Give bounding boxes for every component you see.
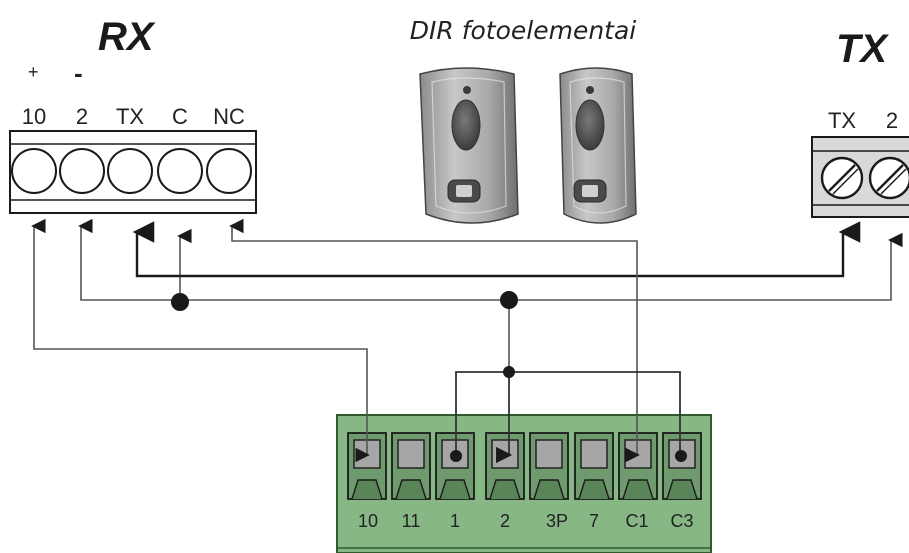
rx-terminal-labels: 10 2 TX C NC [22, 104, 245, 129]
rx-terminal-c-screw [157, 148, 203, 194]
rx-terminal-label-2: 2 [76, 104, 88, 129]
board-label-10: 10 [358, 511, 378, 531]
board-terminal-7 [574, 432, 614, 500]
board-terminal-2 [485, 432, 525, 500]
wires [31, 218, 903, 464]
tx-title: TX [836, 27, 889, 71]
board-label-c1: C1 [625, 511, 648, 531]
wire-rxtx-to-txtx [132, 221, 861, 278]
photocell-right-image [559, 67, 637, 224]
rx-terminal-block [9, 130, 257, 214]
junction-dots [171, 291, 687, 462]
junction-dot [500, 291, 518, 309]
rx-terminal-nc-screw [206, 148, 252, 194]
photocells-caption: DIR fotoelementai [410, 16, 637, 45]
photocell-left-image [419, 67, 519, 224]
tx-terminal-tx-screw [820, 156, 864, 200]
wire-board1-to-boardc3 [455, 371, 681, 455]
wire-bus-to-tx2 [509, 232, 903, 301]
wire-rxnc-to-boardc1 [229, 218, 640, 463]
tx-terminal-label-2: 2 [886, 108, 898, 133]
rx-terminal-label-c: C [172, 104, 188, 129]
rx-terminal-label-tx: TX [116, 104, 144, 129]
rx-terminal-label-nc: NC [213, 104, 245, 129]
rx-plus-sign: + [28, 62, 39, 82]
board-label-3p: 3P [546, 511, 568, 531]
rx-minus-sign: - [74, 58, 83, 88]
rx-terminal-10-screw [11, 148, 57, 194]
board-terminal-c1 [618, 432, 658, 500]
rx-terminal-2-screw [59, 148, 105, 194]
junction-dot [171, 293, 189, 311]
wire-rx10-to-board10 [31, 218, 370, 463]
tx-terminal-block [811, 136, 909, 218]
tx-terminal-2-screw [868, 156, 909, 200]
tx-terminal-label-tx: TX [828, 108, 856, 133]
board-terminal-1-dot [450, 450, 462, 462]
board-terminal-c3-dot [675, 450, 687, 462]
wire-rx2-bus [78, 218, 509, 301]
board-label-11: 11 [402, 511, 421, 531]
board-terminal-c3 [662, 432, 702, 500]
board-terminal-11 [391, 432, 431, 500]
board-terminal-3p [529, 432, 569, 500]
board-label-2: 2 [500, 511, 510, 531]
board-label-7: 7 [589, 511, 599, 531]
junction-dot [503, 366, 515, 378]
rx-terminal-tx-screw [107, 148, 153, 194]
rx-title: RX [98, 15, 156, 59]
board-label-c3: C3 [670, 511, 693, 531]
control-board: 10 11 1 2 3P 7 C1 C3 [336, 414, 712, 553]
rx-terminal-label-10: 10 [22, 104, 46, 129]
board-terminal-1 [435, 432, 475, 500]
board-label-1: 1 [450, 511, 460, 531]
